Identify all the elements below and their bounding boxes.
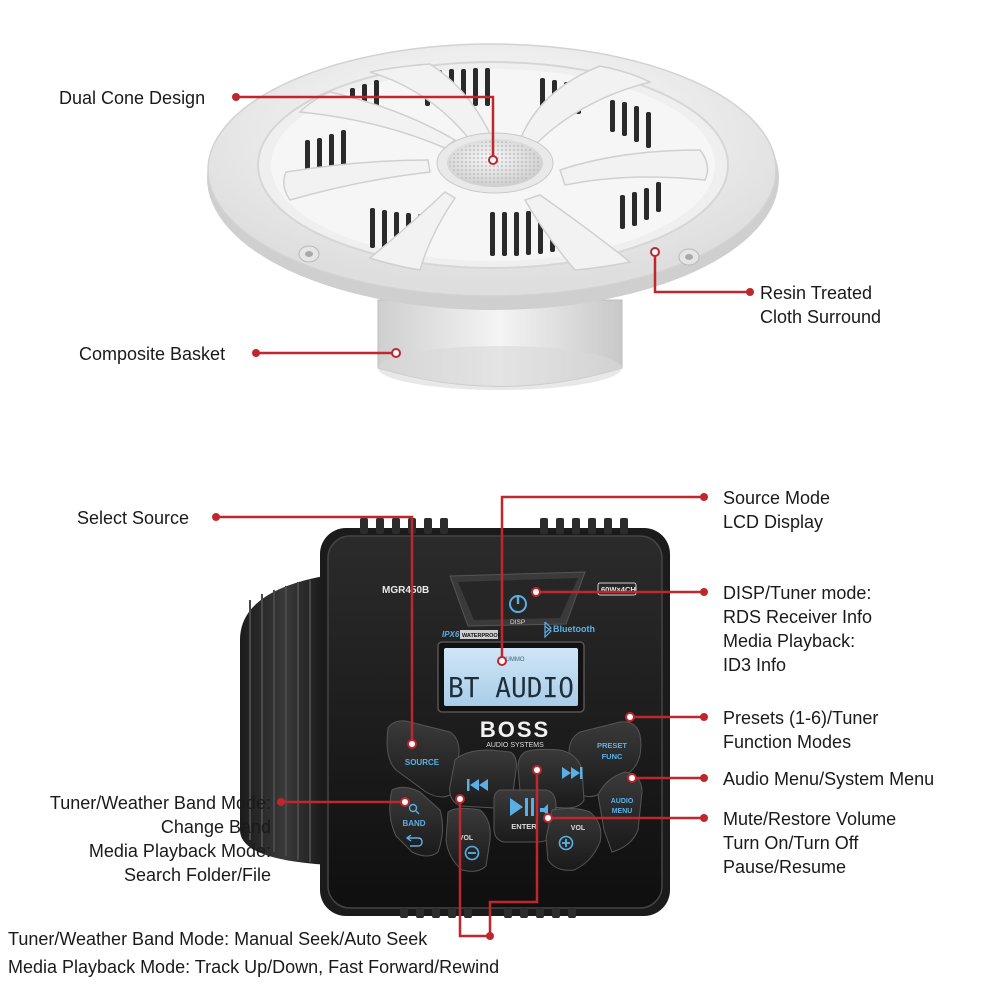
- callout-line: Pause/Resume: [723, 857, 847, 877]
- vol-up-label: VOL: [571, 825, 586, 832]
- callout-dual-cone: Dual Cone Design: [59, 86, 205, 110]
- lcd-display: [444, 648, 578, 706]
- callout-line: Resin Treated: [760, 283, 873, 303]
- callout-leaders: [216, 95, 750, 938]
- callout-line: Presets (1-6)/Tuner: [723, 708, 879, 728]
- callout-line: Tuner/Weather Band Mode: Manual Seek/Aut…: [8, 929, 428, 949]
- callout-resin-surround: Resin Treated Cloth Surround: [760, 281, 881, 329]
- plus-icon: [558, 835, 574, 851]
- callout-line: Search Folder/File: [123, 865, 271, 885]
- preset-label-1: PRESET: [597, 741, 627, 750]
- vol-down-label: VOL: [459, 835, 474, 842]
- callout-line: LCD Display: [723, 512, 824, 532]
- lcd-text: BT AUDIO: [448, 671, 574, 704]
- callout-line: Select Source: [77, 508, 190, 528]
- power-disp-button[interactable]: DISP: [509, 595, 527, 626]
- minus-icon: [464, 845, 480, 861]
- callout-line: Media Playback Mode:: [88, 841, 271, 861]
- callout-line: Function Modes: [723, 732, 852, 752]
- callout-composite-basket: Composite Basket: [79, 342, 225, 366]
- audio-menu-button[interactable]: AUDIO MENU: [597, 771, 643, 853]
- boss-logo: BOSS: [480, 717, 550, 742]
- play-pause-icon: [510, 798, 534, 816]
- callout-seek: Tuner/Weather Band Mode: Manual Seek/Aut…: [8, 925, 499, 981]
- volume-up-button[interactable]: VOL: [545, 807, 602, 871]
- band-label: BAND: [402, 819, 425, 828]
- ipx-label: IPX6: [442, 630, 460, 639]
- model-label: MGR450B: [382, 585, 429, 596]
- power-rating-label: 60W×4CH: [601, 585, 636, 594]
- callout-select-source: Select Source: [77, 506, 189, 530]
- callout-mute: Mute/Restore Volume Turn On/Turn Off Pau…: [723, 807, 896, 879]
- mute-icon: [540, 804, 548, 816]
- callout-line: ID3 Info: [723, 655, 787, 675]
- disp-label: DISP: [510, 619, 525, 626]
- back-icon: [405, 834, 423, 847]
- source-label: SOURCE: [405, 758, 440, 767]
- prev-icon: [467, 779, 488, 791]
- callout-dots: [212, 93, 754, 940]
- callout-line: Composite Basket: [79, 344, 226, 364]
- callout-line: Cloth Surround: [760, 307, 882, 327]
- enter-label: ENTER: [511, 822, 537, 831]
- callout-line: Turn On/Turn Off: [723, 833, 859, 853]
- bluetooth-icon: [544, 621, 552, 639]
- next-icon: [562, 767, 583, 779]
- boss-sub: AUDIO SYSTEMS: [486, 742, 544, 749]
- audio-label-1: AUDIO: [611, 798, 634, 805]
- preset-label-2: FUNC: [602, 752, 623, 761]
- marine-receiver: MGR450B 60W×4CH DISP IPX6 WATERPROOF Blu…: [240, 518, 670, 918]
- lcd-indicator: SUMMO: [502, 657, 525, 663]
- audio-label-2: MENU: [612, 808, 633, 815]
- callout-audio-menu: Audio Menu/System Menu: [723, 767, 934, 791]
- callout-line: Source Mode: [723, 488, 831, 508]
- callout-line: Change Band: [160, 817, 271, 837]
- search-icon: [408, 803, 420, 815]
- callout-line: RDS Receiver Info: [723, 607, 873, 627]
- callout-disp: DISP/Tuner mode: RDS Receiver Info Media…: [723, 581, 872, 677]
- callout-line: Mute/Restore Volume: [723, 809, 897, 829]
- callout-presets: Presets (1-6)/Tuner Function Modes: [723, 706, 878, 754]
- callout-line: Audio Menu/System Menu: [723, 769, 935, 789]
- callout-line: Dual Cone Design: [59, 88, 206, 108]
- volume-down-button[interactable]: VOL: [445, 807, 491, 872]
- callout-source-mode: Source Mode LCD Display: [723, 486, 830, 534]
- callout-line: Media Playback:: [723, 631, 856, 651]
- callout-line: DISP/Tuner mode:: [723, 583, 872, 603]
- bluetooth-label: Bluetooth: [553, 624, 595, 634]
- callout-line: Tuner/Weather Band Mode:: [49, 793, 271, 813]
- waterproof-label: WATERPROOF: [462, 633, 502, 639]
- callout-tuner-band: Tuner/Weather Band Mode: Change Band Med…: [50, 791, 271, 887]
- play-pause-enter-button[interactable]: ENTER: [493, 789, 557, 843]
- callout-line: Media Playback Mode: Track Up/Down, Fast…: [8, 957, 500, 977]
